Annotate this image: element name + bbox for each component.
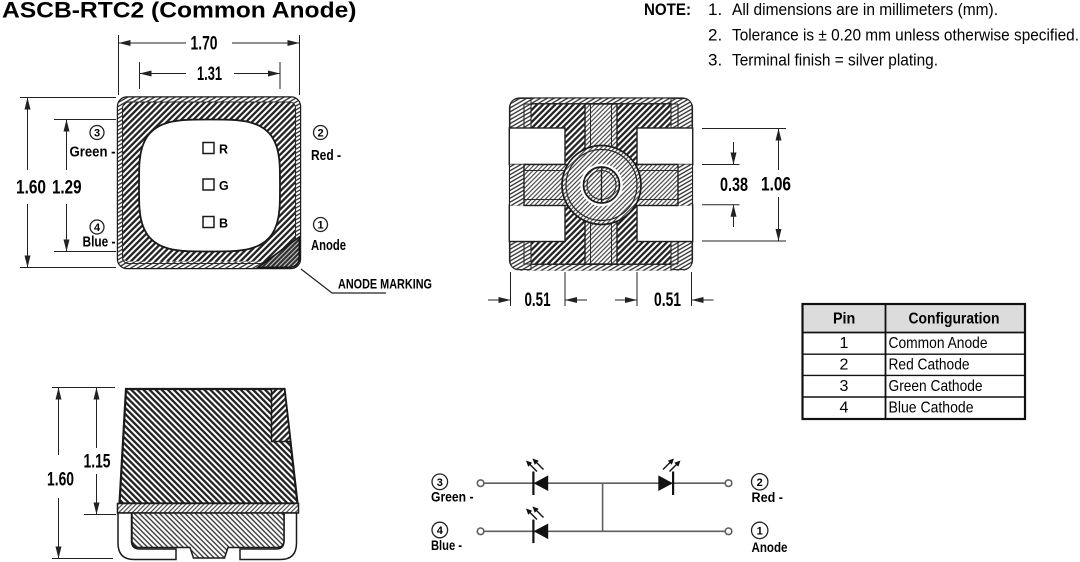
svg-text:Blue Cathode: Blue Cathode	[889, 400, 974, 417]
svg-text:1: 1	[317, 220, 323, 232]
svg-text:4: 4	[94, 222, 101, 234]
svg-text:3.: 3.	[708, 51, 722, 70]
svg-text:Green -: Green -	[70, 145, 116, 161]
svg-text:Tolerance is ± 0.20 mm unless: Tolerance is ± 0.20 mm unless otherwise …	[732, 26, 1079, 45]
svg-text:1.70: 1.70	[191, 34, 218, 55]
svg-text:Terminal finish = silver plati: Terminal finish = silver plating.	[732, 51, 938, 70]
svg-text:R: R	[219, 143, 228, 157]
svg-text:Anode: Anode	[752, 540, 788, 555]
svg-text:Pin: Pin	[833, 311, 855, 328]
svg-text:0.51: 0.51	[525, 290, 551, 311]
svg-text:ASCB-RTC2 (Common Anode): ASCB-RTC2 (Common Anode)	[2, 0, 357, 23]
svg-text:3: 3	[437, 477, 443, 489]
svg-text:2: 2	[317, 128, 323, 140]
svg-text:1: 1	[840, 335, 849, 352]
svg-text:1.06: 1.06	[761, 175, 791, 196]
svg-text:1.60: 1.60	[16, 178, 46, 199]
svg-text:4: 4	[840, 400, 849, 417]
svg-text:Blue -: Blue -	[83, 235, 116, 251]
svg-text:All dimensions are in millimet: All dimensions are in millimeters (mm).	[732, 0, 998, 19]
svg-text:B: B	[219, 217, 228, 231]
svg-text:2: 2	[757, 477, 763, 489]
svg-text:G: G	[219, 179, 229, 193]
svg-text:Anode: Anode	[311, 238, 346, 254]
svg-text:1.15: 1.15	[84, 452, 111, 473]
svg-text:Red Cathode: Red Cathode	[889, 357, 970, 374]
svg-text:4: 4	[437, 525, 444, 537]
svg-text:3: 3	[94, 128, 100, 140]
svg-text:1.: 1.	[708, 0, 722, 19]
svg-text:3: 3	[840, 378, 849, 395]
svg-text:Configuration: Configuration	[909, 311, 1000, 328]
svg-text:1: 1	[757, 525, 763, 537]
svg-text:NOTE:: NOTE:	[644, 0, 691, 19]
svg-text:Green Cathode: Green Cathode	[889, 378, 983, 395]
svg-text:1.29: 1.29	[52, 178, 82, 199]
svg-text:Green -: Green -	[431, 490, 474, 505]
svg-text:Blue -: Blue -	[431, 538, 462, 553]
svg-text:Red -: Red -	[752, 490, 784, 505]
svg-text:Common Anode: Common Anode	[889, 335, 988, 352]
svg-text:ANODE MARKING: ANODE MARKING	[338, 276, 432, 292]
svg-text:Red -: Red -	[311, 148, 341, 164]
svg-text:0.38: 0.38	[720, 175, 748, 196]
svg-text:0.51: 0.51	[654, 290, 681, 311]
svg-text:1.60: 1.60	[47, 470, 74, 491]
svg-text:2.: 2.	[708, 26, 722, 45]
svg-text:1.31: 1.31	[197, 64, 222, 85]
svg-text:2: 2	[840, 357, 849, 374]
